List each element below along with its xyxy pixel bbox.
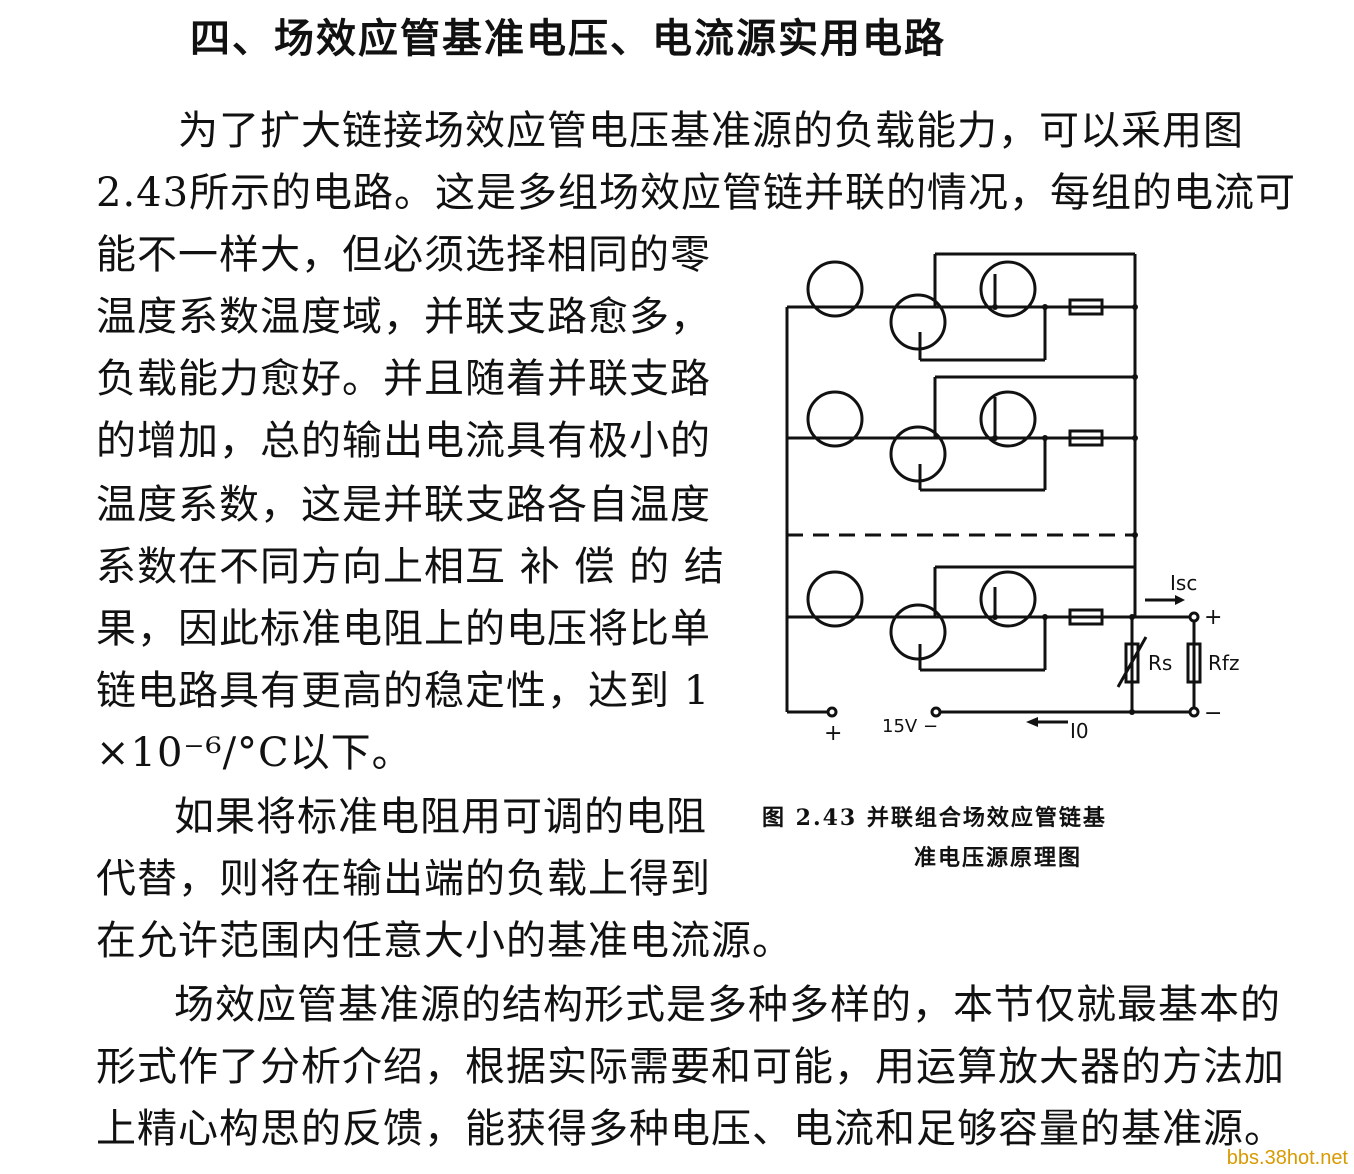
resistor-icon: [1068, 429, 1104, 447]
output-minus-label: −: [1204, 701, 1222, 726]
rfz-resistor-icon: [1186, 642, 1202, 684]
figure-caption-continued: 准电压源原理图: [914, 845, 1083, 871]
text-line: 如果将标准电阻用可调的电阻: [174, 794, 707, 840]
text-line: 形式作了分析介绍，根据实际需要和可能，用运算放大器的方法加: [96, 1044, 1285, 1090]
isc-label: Isc: [1170, 571, 1197, 595]
rfz-label: Rfz: [1208, 651, 1239, 675]
fet-icon: [979, 570, 1037, 628]
text-line: 系数在不同方向上相互 补 偿 的 结: [96, 544, 725, 590]
fet-icon: [806, 570, 864, 628]
text-line: ×10⁻⁶/°C以下。: [96, 730, 413, 776]
fet-icon: [889, 603, 947, 661]
text-line: 上精心构思的反馈，能获得多种电压、电流和足够容量的基准源。: [96, 1106, 1285, 1152]
figure-caption: 图 2.43 并联组合场效应管链基: [762, 805, 1107, 831]
fet-icon: [806, 390, 864, 448]
fet-chain-group-1: [787, 252, 1137, 362]
output-plus-label: +: [1204, 605, 1222, 630]
resistor-icon: [1068, 298, 1104, 316]
fet-chain-group-3: [787, 565, 1135, 672]
text-line: 2.43所示的电路。这是多组场效应管链并联的情况，每组的电流可: [96, 170, 1297, 216]
fet-icon: [979, 390, 1037, 448]
text-line: 在允许范围内任意大小的基准电流源。: [96, 918, 793, 964]
input-plus-label: +: [824, 721, 842, 746]
text-line: 链电路具有更高的稳定性，达到 1: [96, 668, 711, 714]
text-line: 温度系数温度域，并联支路愈多，: [96, 294, 711, 340]
resistor-icon: [1068, 608, 1104, 626]
fet-icon: [889, 425, 947, 483]
arrow-left-icon: [1026, 717, 1038, 727]
text-line: 负载能力愈好。并且随着并联支路: [96, 356, 711, 402]
watermark: bbs.38hot.net: [1226, 1147, 1348, 1169]
fet-icon: [889, 293, 947, 351]
fet-icon: [979, 260, 1037, 318]
text-line: 果，因此标准电阻上的电压将比单: [96, 606, 711, 652]
text-line: 能不一样大，但必须选择相同的零: [96, 232, 711, 278]
text-line: 的增加，总的输出电流具有极小的: [96, 418, 711, 464]
text-line: 场效应管基准源的结构形式是多种多样的，本节仅就最基本的: [174, 982, 1281, 1028]
text-line: 为了扩大链接场效应管电压基准源的负载能力，可以采用图: [178, 108, 1244, 154]
arrow-right-icon: [1175, 595, 1185, 605]
text-line: 温度系数，这是并联支路各自温度: [96, 482, 711, 528]
circuit-diagram: Isc + Rs Rfz − + 15V − I0: [785, 252, 1239, 746]
text-line: 代替，则将在输出端的负载上得到: [96, 856, 711, 902]
i0-label: I0: [1070, 719, 1089, 743]
fet-chain-group-2: [787, 375, 1135, 492]
rs-label: Rs: [1148, 651, 1172, 675]
fet-icon: [806, 260, 864, 318]
rs-resistor-icon: [1124, 642, 1140, 684]
section-heading: 四、场效应管基准电压、电流源实用电路: [190, 15, 946, 62]
supply-voltage-label: 15V −: [882, 716, 938, 737]
